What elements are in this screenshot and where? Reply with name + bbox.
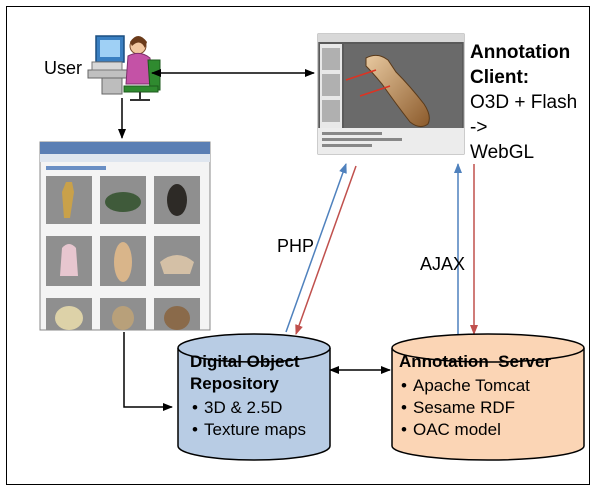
server-title: Annotation Server (399, 352, 552, 371)
repository-item: Texture maps (190, 419, 340, 441)
gallery-screenshot-image (39, 141, 211, 331)
server-item: OAC model (399, 419, 589, 441)
php-edge-label: PHP (277, 236, 315, 256)
client-tech-line-1: O3D + Flash (470, 92, 578, 113)
annotation-client-label: Annotation Client: O3D + Flash -> WebGL (470, 40, 595, 165)
php-request-arrow (285, 163, 347, 333)
repository-item: 3D & 2.5D (190, 397, 340, 419)
gallery-repository-arrow (123, 332, 173, 411)
user-computer-icon (87, 35, 161, 101)
repository-title-line-1: Digital Object (190, 352, 300, 371)
repository-items: 3D & 2.5D Texture maps (190, 397, 340, 441)
client-tech-line-3: WebGL (470, 142, 535, 163)
ajax-edge-label: AJAX (420, 254, 466, 274)
client-title-line-1: Annotation (470, 42, 571, 63)
user-label: User (44, 58, 83, 78)
client-tech-line-2: -> (470, 117, 488, 138)
server-item: Sesame RDF (399, 397, 589, 419)
server-item: Apache Tomcat (399, 375, 589, 397)
annotation-client-screenshot-image (317, 33, 465, 155)
server-items: Apache Tomcat Sesame RDF OAC model (399, 375, 589, 441)
repository-label: Digital Object Repository 3D & 2.5D Text… (190, 351, 340, 441)
server-label: Annotation Server Apache Tomcat Sesame R… (399, 351, 589, 441)
repository-title-line-2: Repository (190, 374, 279, 393)
php-response-arrow (295, 165, 357, 335)
client-title-line-2: Client: (470, 67, 530, 88)
